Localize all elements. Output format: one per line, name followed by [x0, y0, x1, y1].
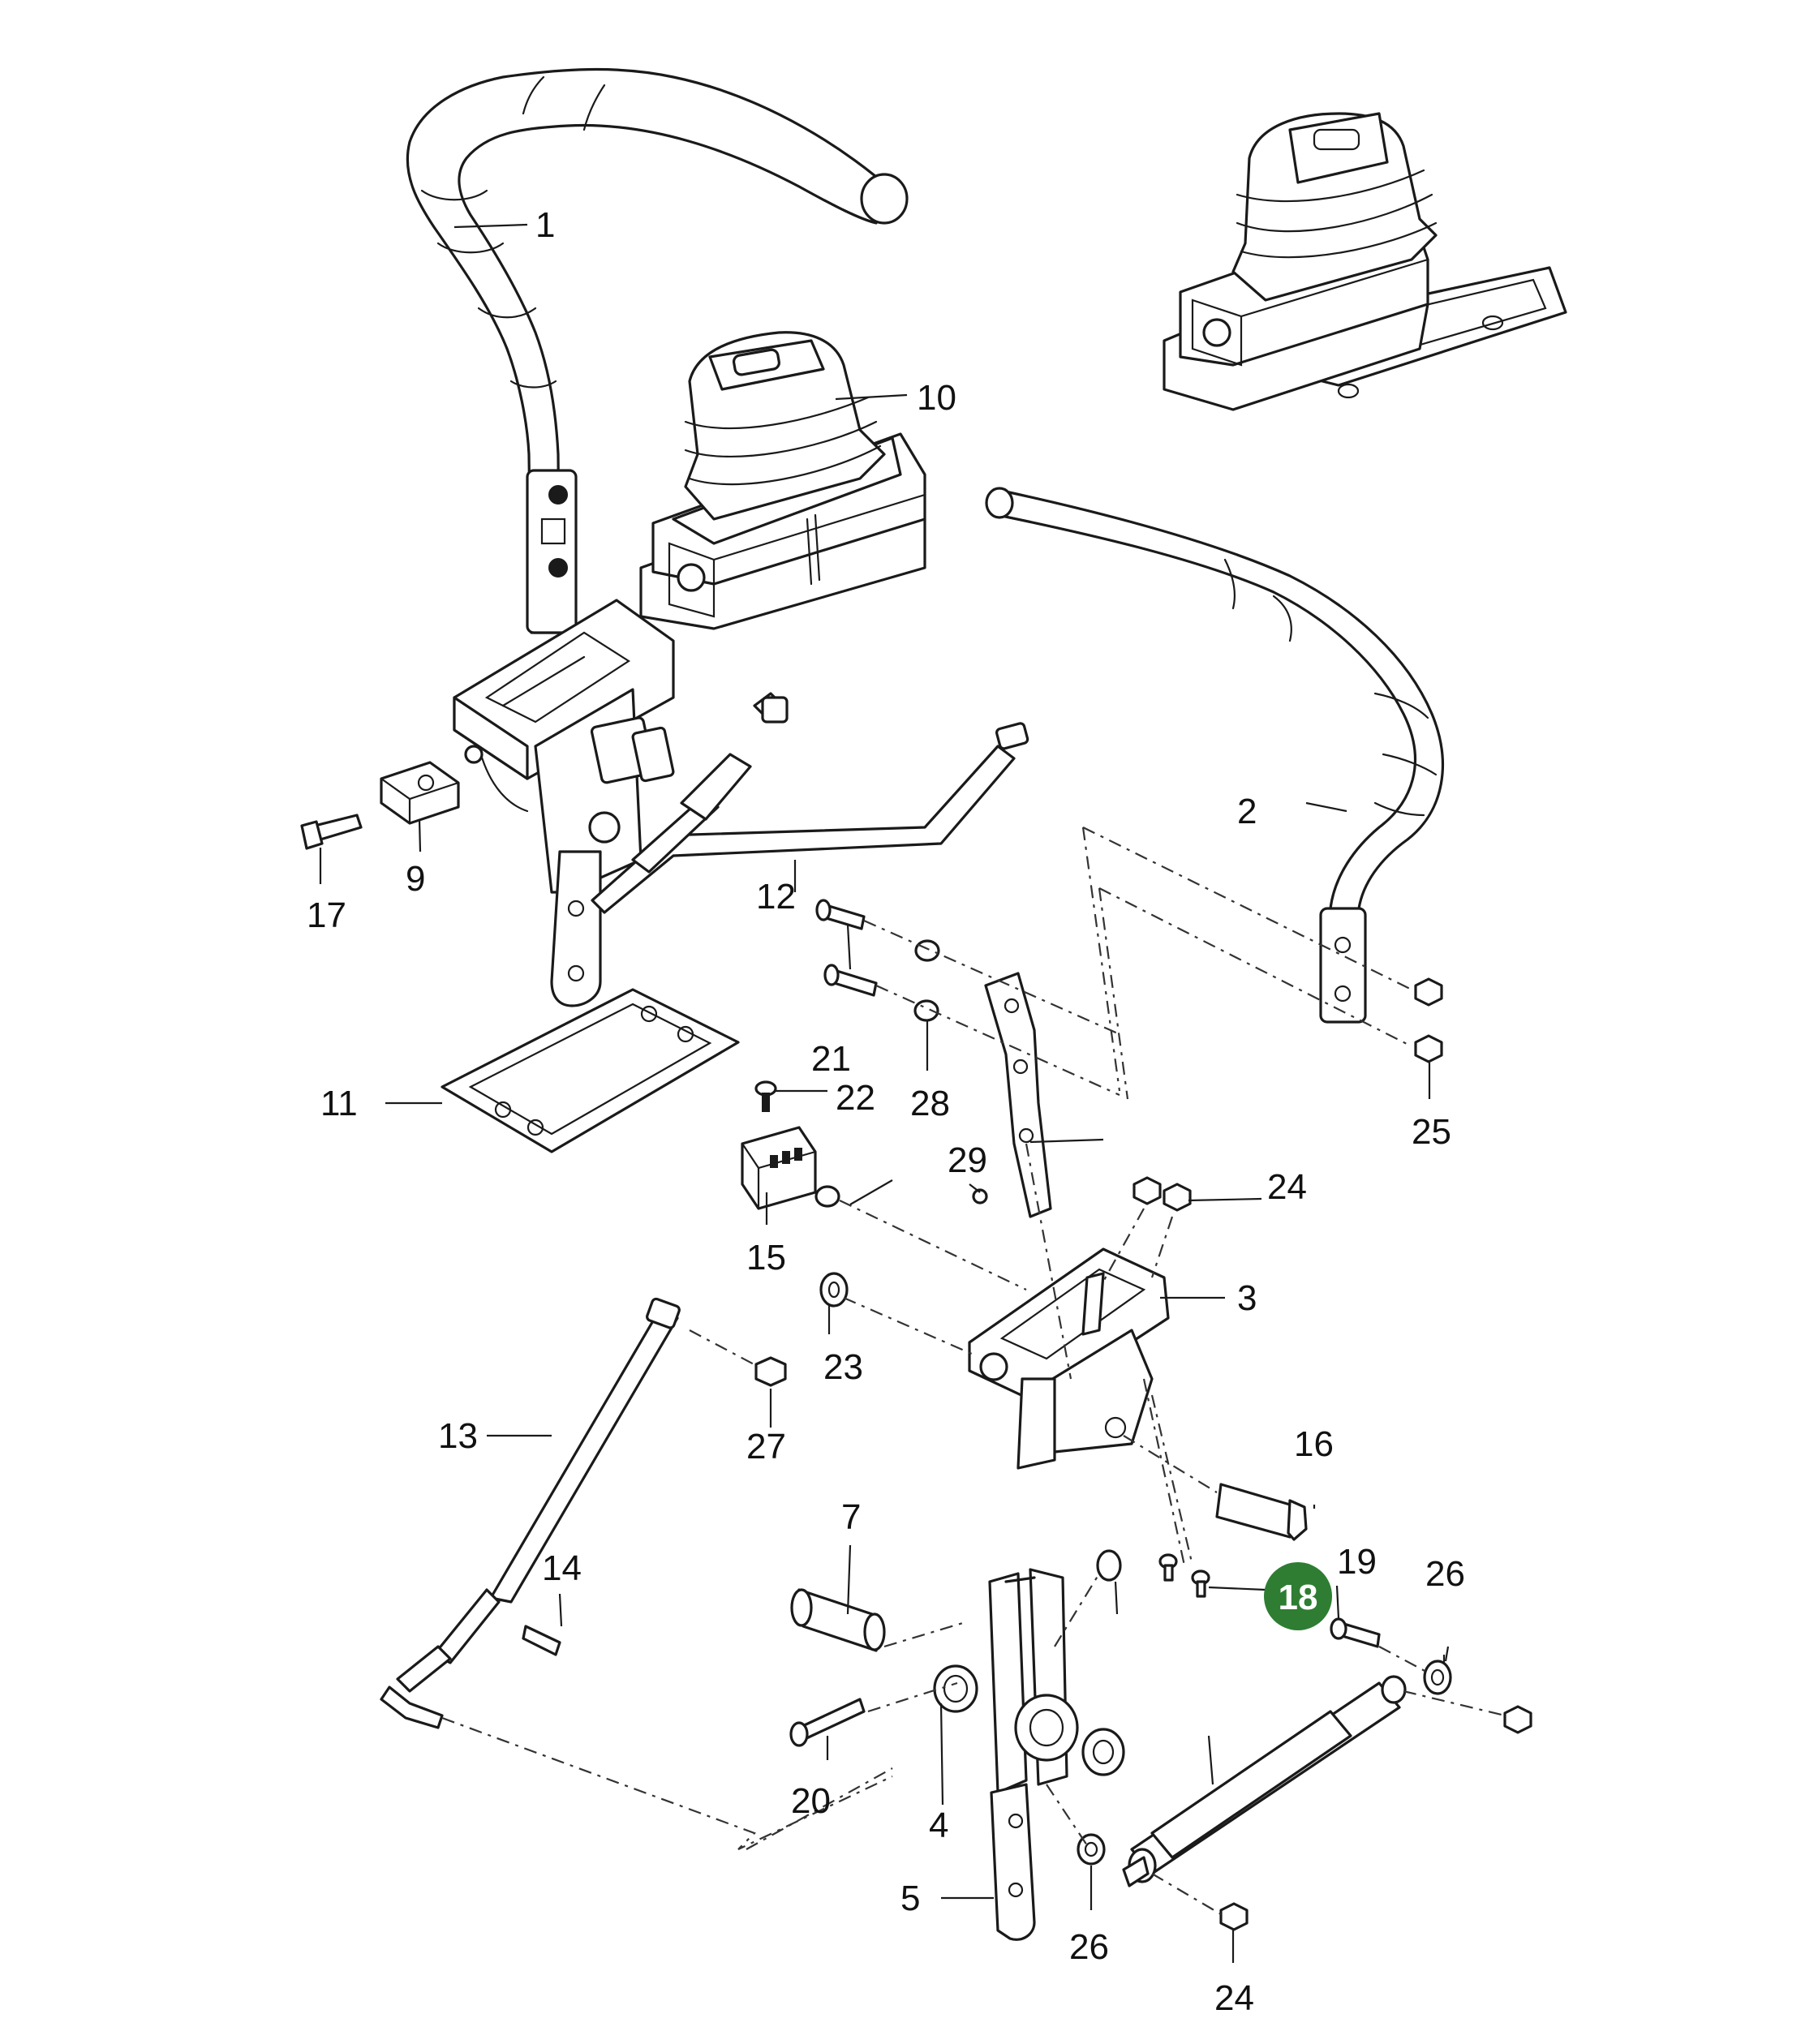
callout-15: 15: [746, 1238, 786, 1278]
highlight-badge[interactable]: [1264, 1562, 1332, 1630]
callout-9: 9: [406, 859, 425, 899]
callout-13: 13: [438, 1416, 478, 1456]
callout-labels: 1 2 3 4 5 7 9 10 11 12 13 14 15 16 17 19…: [307, 205, 1465, 2018]
part-16-bolt[interactable]: [1215, 1483, 1308, 1541]
callout-27: 27: [746, 1427, 786, 1466]
callout-12: 12: [756, 877, 796, 917]
callout-19: 19: [1337, 1542, 1377, 1582]
callout-24-top: 24: [1267, 1167, 1307, 1207]
part-21-bolts[interactable]: [815, 899, 878, 997]
callout-25: 25: [1412, 1112, 1451, 1152]
callout-7: 7: [841, 1497, 861, 1537]
callout-3: 3: [1237, 1278, 1257, 1318]
part-boot-assembly-rear-view[interactable]: [1163, 112, 1567, 411]
part-24-nut-right[interactable]: [1503, 1705, 1532, 1734]
callout-22: 22: [836, 1078, 875, 1118]
part-22-screw[interactable]: [754, 1080, 777, 1112]
callout-17: 17: [307, 895, 346, 935]
part-29-nut[interactable]: [972, 1188, 988, 1204]
callout-26-right: 26: [1425, 1554, 1465, 1594]
part-13-rod[interactable]: [380, 1297, 681, 1729]
callout-10: 10: [917, 378, 956, 418]
callout-29: 29: [948, 1140, 987, 1180]
assembly-dashed-lines: [441, 827, 1506, 1915]
part-5-pivot-lever[interactable]: [988, 1549, 1125, 1941]
part-2-right-control-lever[interactable]: [985, 487, 1444, 1024]
part-10-boot-front[interactable]: [639, 331, 926, 630]
part-gas-strut[interactable]: [1122, 1675, 1407, 1887]
part-23-washer[interactable]: [819, 1272, 849, 1308]
part-27-nut[interactable]: [754, 1356, 787, 1387]
part-20-bolt[interactable]: [789, 1698, 866, 1747]
callout-14: 14: [542, 1548, 582, 1588]
callout-5: 5: [900, 1879, 920, 1918]
part-24-nuts-top[interactable]: [1132, 1176, 1192, 1212]
callout-11: 11: [320, 1084, 358, 1123]
callout-4: 4: [929, 1806, 948, 1845]
callout-21: 21: [811, 1039, 851, 1079]
callout-23: 23: [823, 1347, 863, 1387]
callout-16: 16: [1294, 1424, 1334, 1464]
callout-2: 2: [1237, 792, 1257, 831]
callout-18: 18: [1279, 1578, 1318, 1617]
part-25-nuts[interactable]: [1414, 977, 1443, 1063]
part-14-clip[interactable]: [522, 1625, 561, 1656]
part-26-nut-right[interactable]: [1423, 1660, 1452, 1695]
part-12-control-rod[interactable]: [591, 692, 1029, 914]
part-7-bushing[interactable]: [790, 1588, 886, 1652]
highlighted-callout-18[interactable]: 18: [1264, 1562, 1332, 1630]
part-11-gasket[interactable]: [441, 988, 740, 1153]
callout-1: 1: [535, 205, 555, 245]
callout-24-bottom: 24: [1214, 1978, 1254, 2018]
part-19-bolt[interactable]: [1330, 1617, 1381, 1648]
part-17-bolt[interactable]: [300, 814, 363, 850]
part-1-left-control-lever[interactable]: [406, 67, 909, 634]
callout-26-bottom: 26: [1069, 1927, 1109, 1967]
shift-housing-assembly[interactable]: [453, 599, 675, 1007]
callout-28: 28: [910, 1084, 950, 1123]
leader-lines: [319, 223, 1450, 1963]
part-18-screws[interactable]: [1158, 1553, 1210, 1598]
part-4-bushing[interactable]: [933, 1664, 978, 1713]
part-link-bar[interactable]: [984, 972, 1052, 1218]
part-9-clamp-block[interactable]: [380, 761, 460, 825]
part-3-bracket[interactable]: [968, 1247, 1170, 1470]
part-15-switch[interactable]: [741, 1126, 840, 1210]
part-24-nut-bottom[interactable]: [1219, 1902, 1249, 1931]
callout-20: 20: [791, 1781, 831, 1821]
